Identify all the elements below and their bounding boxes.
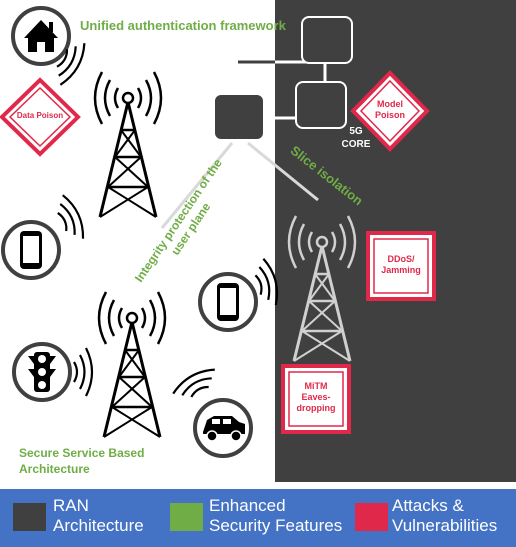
integrity-line — [160, 142, 234, 229]
secure-service-line2: Architecture — [19, 462, 90, 476]
legend-ran-line2: Architecture — [53, 516, 144, 535]
legend-swatch-ran — [13, 503, 46, 531]
legend-security-line1: Enhanced — [209, 496, 286, 515]
core-label: 5G CORE — [336, 125, 376, 151]
ddos-line2: Jamming — [381, 265, 421, 275]
secure-service-line1: Secure Service Based — [19, 446, 145, 460]
ddos-jamming-label: DDoS/ Jamming — [374, 254, 428, 276]
smartphone-icon-left — [1, 220, 61, 280]
model-poison-badge — [350, 70, 430, 152]
model-poison-line1: Model — [377, 99, 403, 109]
legend-ran-line1: RAN — [53, 496, 89, 515]
model-poison-line2: Poison — [374, 110, 405, 120]
ddos-line1: DDoS/ — [387, 254, 415, 264]
legend-ran-label: RAN Architecture — [53, 496, 144, 536]
cell-tower-top-hub — [121, 91, 135, 105]
cell-tower-bottom-hub — [125, 311, 139, 325]
secure-service-label: Secure Service Based Architecture — [19, 445, 144, 477]
legend-swatch-attacks — [355, 503, 388, 531]
core-label-line2: CORE — [341, 139, 371, 150]
mitm-badge — [281, 364, 351, 434]
legend-attacks-line2: Vulnerabilities — [392, 516, 498, 535]
legend-swatch-security — [170, 503, 203, 531]
unified-auth-label: Unified authentication framework — [80, 18, 286, 33]
data-poison-label: Data Poison — [16, 111, 64, 120]
mitm-line1: MiTM — [304, 381, 328, 391]
legend-bar — [0, 489, 516, 547]
mitm-line2: Eaves- — [301, 392, 331, 402]
traffic-light-icon — [12, 342, 72, 402]
core-server-box-middle — [295, 81, 347, 129]
legend-security-line2: Security Features — [209, 516, 343, 535]
data-poison-badge — [0, 77, 81, 157]
core-server-box-top — [301, 16, 353, 64]
legend-attacks-line1: Attacks & — [392, 496, 464, 515]
model-poison-label: Model Poison — [360, 99, 420, 121]
mitm-line3: dropping — [296, 403, 336, 413]
legend-attacks-label: Attacks & Vulnerabilities — [392, 496, 497, 536]
signal-waves-traffic-light — [72, 346, 94, 398]
ddos-jamming-badge — [366, 231, 436, 301]
smartphone-icon-middle — [198, 272, 258, 332]
mitm-label: MiTM Eaves- dropping — [289, 381, 343, 414]
legend-security-label: Enhanced Security Features — [209, 496, 342, 536]
ran-edge-box — [213, 93, 265, 141]
core-label-line1: 5G — [349, 126, 363, 137]
house-icon — [11, 6, 71, 66]
car-icon — [193, 398, 253, 458]
cell-tower-core-hub — [315, 235, 329, 249]
slice-isolation-line — [247, 141, 319, 202]
signal-waves-car — [169, 363, 222, 406]
